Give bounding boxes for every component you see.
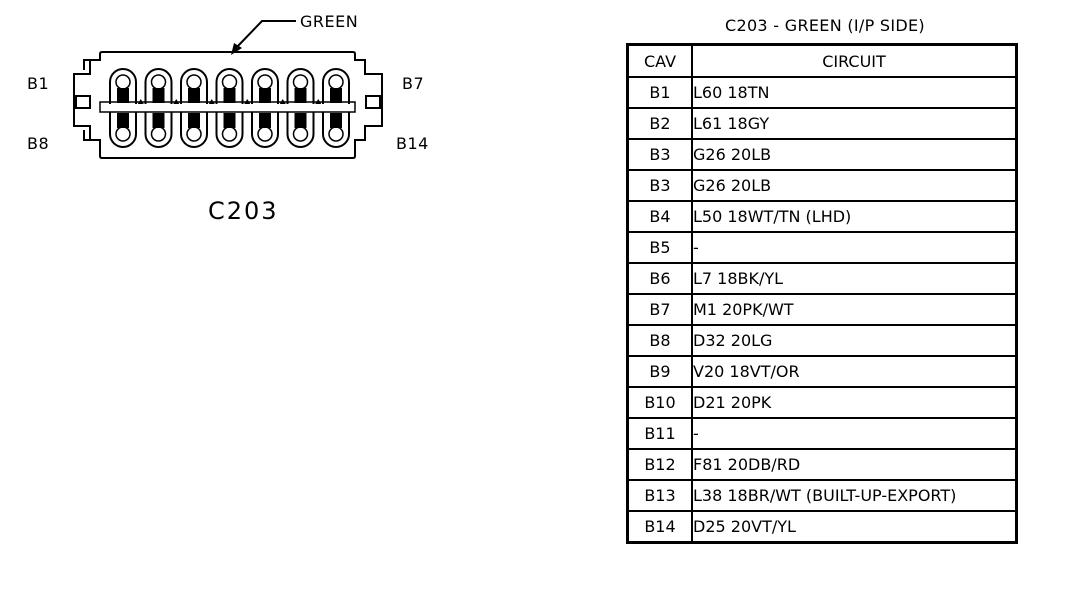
circuit-cell: D21 20PK: [691, 386, 1018, 419]
pin-label-b1: B1: [27, 74, 50, 93]
locator-mark: [208, 99, 215, 104]
cavity-bottom: [286, 112, 315, 148]
header-cav: CAV: [626, 43, 693, 78]
cav-cell: B7: [626, 293, 693, 326]
cavity-top: [286, 68, 315, 104]
cavity-top: [251, 68, 279, 104]
cav-cell: B10: [626, 386, 693, 419]
connector-name: C203: [208, 197, 279, 225]
table-header-row: CAV CIRCUIT: [626, 43, 1018, 78]
cavity-bottom: [144, 112, 173, 148]
green-color-callout: GREEN: [300, 12, 359, 31]
connector-cavities: [109, 68, 350, 148]
cav-cell: B13: [626, 479, 693, 512]
green-callout-arrow: [231, 20, 296, 55]
table-row: B5-: [626, 231, 1018, 264]
cav-cell: B1: [626, 76, 693, 109]
circuit-cell: F81 20DB/RD: [691, 448, 1018, 481]
connector-diagram: [73, 20, 383, 159]
locator-mark: [173, 99, 180, 104]
circuit-cell: V20 18VT/OR: [691, 355, 1018, 388]
circuit-cell: L61 18GY: [691, 107, 1018, 140]
circuit-cell: D32 20LG: [691, 324, 1018, 357]
circuit-cell: G26 20LB: [691, 169, 1018, 202]
cav-cell: B5: [626, 231, 693, 264]
cav-cell: B4: [626, 200, 693, 233]
table-row: B11-: [626, 417, 1018, 450]
cavity-top: [180, 68, 208, 104]
locator-mark: [279, 99, 286, 104]
cavity-bottom: [215, 112, 244, 148]
cav-cell: B6: [626, 262, 693, 295]
cav-cell: B12: [626, 448, 693, 481]
circuit-cell: M1 20PK/WT: [691, 293, 1018, 326]
header-circuit: CIRCUIT: [691, 43, 1018, 78]
circuit-cell: L50 18WT/TN (LHD): [691, 200, 1018, 233]
circuit-cell: -: [691, 231, 1018, 264]
cav-cell: B11: [626, 417, 693, 450]
cavity-top: [144, 68, 173, 104]
cavity-bottom: [251, 112, 279, 148]
circuit-cell: D25 20VT/YL: [691, 510, 1018, 544]
table-title: C203 - GREEN (I/P SIDE): [725, 16, 925, 35]
cav-cell: B9: [626, 355, 693, 388]
locator-mark: [315, 99, 322, 104]
circuit-cell: G26 20LB: [691, 138, 1018, 171]
circuit-cell: L60 18TN: [691, 76, 1018, 109]
cavity-bottom: [180, 112, 208, 148]
cav-cell: B2: [626, 107, 693, 140]
pin-label-b8: B8: [27, 134, 50, 153]
circuit-cell: -: [691, 417, 1018, 450]
cav-cell: B14: [626, 510, 693, 544]
locator-mark: [244, 99, 251, 104]
cavity-bottom: [322, 112, 350, 148]
cav-cell: B8: [626, 324, 693, 357]
pin-label-b14: B14: [396, 134, 429, 153]
cav-cell: B3: [626, 138, 693, 171]
circuit-cell: L38 18BR/WT (BUILT-UP-EXPORT): [691, 479, 1018, 512]
pin-label-b7: B7: [402, 74, 425, 93]
connector-housing: [73, 51, 383, 159]
locator-mark: [137, 99, 144, 104]
cavity-top: [109, 68, 137, 104]
circuit-cell: L7 18BK/YL: [691, 262, 1018, 295]
cav-cell: B3: [626, 169, 693, 202]
cavity-top: [215, 68, 244, 104]
cavity-bottom: [109, 112, 137, 148]
cavity-top: [322, 68, 350, 104]
